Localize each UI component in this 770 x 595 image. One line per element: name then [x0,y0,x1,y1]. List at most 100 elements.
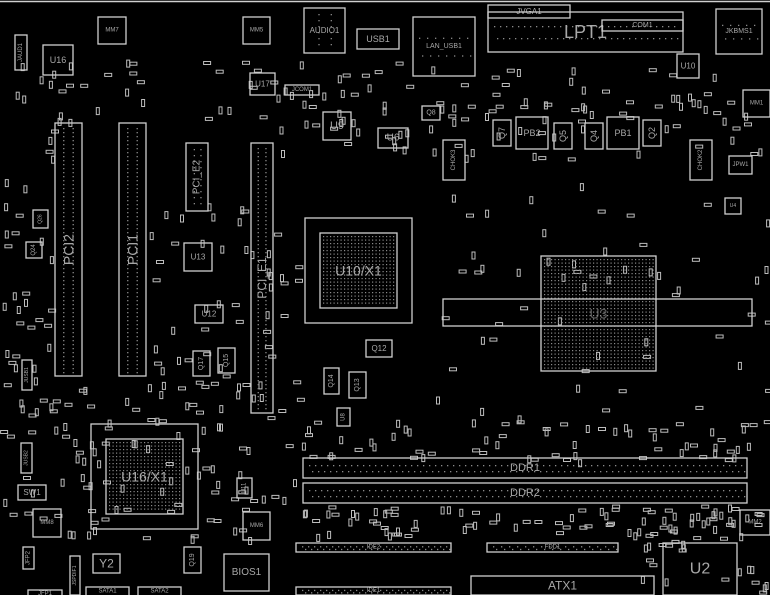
smd-pad [27,325,36,330]
smd-pad [33,377,38,386]
smd-pad [123,507,132,512]
component-q15[interactable]: Q15 [217,347,236,374]
component-jusb2[interactable]: JUSB2 [20,442,33,474]
component-ide1[interactable]: IDE1 [295,586,452,595]
smd-pad [751,580,760,585]
component-mm1[interactable]: MM1 [742,89,770,118]
component-lpt1[interactable]: LPT1 [487,11,684,53]
component-pb1[interactable]: PB1 [606,116,640,150]
component-jaud1[interactable]: JAUD1 [14,34,28,71]
component-u3[interactable]: U3 [540,255,657,372]
component-jusb1[interactable]: JUSB1 [21,359,33,391]
smd-pad [569,77,574,86]
component-u9[interactable]: U9 [322,111,352,141]
component-ide2[interactable]: IDE2 [295,542,452,553]
component-atx1[interactable]: ATX1 [470,575,655,595]
component-outline [642,119,662,147]
component-q17[interactable]: Q17 [192,350,211,377]
component-outline [606,116,640,150]
component-jpw1[interactable]: JPW1 [728,155,753,175]
smd-pad [242,60,250,65]
component-jfp2[interactable]: JFP2 [22,546,35,570]
component-u6[interactable]: U6 [377,127,409,149]
component-ddr2[interactable]: DDR2 [302,482,748,504]
component-outline [42,44,74,76]
component-outline [601,19,684,32]
component-u2[interactable]: U2 [662,542,738,595]
component-pci2[interactable]: PCI2 [54,122,83,377]
component-q24[interactable]: Q24 [25,241,43,259]
smd-pad [396,419,401,428]
component-usb1[interactable]: USB1 [356,28,400,50]
component-mm6[interactable]: MM6 [242,511,271,541]
component-u11[interactable]: U11 [236,477,253,499]
component-q19[interactable]: Q19 [183,546,202,574]
smd-pad [671,94,676,103]
smd-pad [165,462,174,466]
component-sata1[interactable]: SATA1 [85,586,130,595]
component-q12[interactable]: Q12 [365,339,393,358]
component-pci-e2[interactable]: PCI_E2 [185,142,209,212]
smd-pad [30,489,35,498]
component-ddr1[interactable]: DDR1 [302,457,748,479]
component-q8[interactable]: Q8 [421,105,441,121]
smd-pad [246,447,251,455]
component-u10-x1[interactable]: U10/X1 [304,217,413,324]
smd-pad [12,292,17,301]
component-pb2[interactable]: PB2 [515,116,549,150]
pin-holes [127,128,138,374]
component-u4[interactable]: U4 [724,197,742,215]
component-chok2[interactable]: CHOK2 [689,139,713,181]
component-mm5[interactable]: MM5 [242,16,271,45]
component-pci-e1[interactable]: PCI_E1 [250,142,274,414]
component-y2[interactable]: Y2 [92,553,121,574]
component-ref-label: Q26 [38,214,44,224]
component-com1[interactable]: COM1 [601,19,684,32]
component-sata2[interactable]: SATA2 [137,586,182,595]
component-sw1[interactable]: SW1 [17,484,47,501]
component-u8[interactable]: U8 [336,407,351,427]
component-q2[interactable]: Q2 [642,119,662,147]
component-u12[interactable]: U12 [194,304,224,324]
component-q5[interactable]: Q5 [553,122,573,150]
smd-pad [63,423,68,431]
smd-pad [387,532,392,541]
smd-pad [427,451,436,456]
component-q14[interactable]: Q14 [323,367,340,395]
component-jfp1[interactable]: JFP1 [27,589,63,595]
component-audio1[interactable]: AUDIO1 [303,7,346,54]
component-q7[interactable]: Q7 [492,119,512,147]
component-bios1[interactable]: BIOS1 [223,553,270,592]
component-chok3[interactable]: CHOK3 [442,139,466,181]
component-u10[interactable]: U10 [676,53,700,79]
component-mm8[interactable]: MM8 [32,508,62,538]
component-jspdif1[interactable]: JSPDIF1 [69,555,81,595]
smd-pad [52,399,61,404]
smd-pad [385,134,393,139]
component-fdd1[interactable]: FDD1 [486,542,619,553]
component-ref-label: PCI_E2 [192,159,203,194]
component-mm7[interactable]: MM7 [97,16,127,45]
smd-pad [701,504,710,509]
component-pci1[interactable]: PCI1 [118,122,147,377]
smd-pad [495,441,500,450]
component-u13[interactable]: U13 [183,242,213,272]
component-outline [739,509,770,536]
component-mm2[interactable]: MM2 [739,509,770,536]
component-jcom1[interactable]: JCOM1 [284,84,320,96]
component-u17[interactable]: U17 [249,72,276,96]
component-jkbms1[interactable]: JKBMS1 [715,8,763,55]
component-q4[interactable]: Q4 [584,122,604,150]
smd-pad [322,92,327,101]
smd-pad [49,403,54,412]
component-u16[interactable]: U16 [42,44,74,76]
component-u16-x1[interactable]: U16/X1 [90,423,199,530]
smd-pad [185,466,190,475]
component-lan-usb1[interactable]: LAN_USB1 [412,16,476,77]
component-q26[interactable]: Q26 [32,209,49,229]
smd-pad [561,273,566,282]
smd-pad [299,61,304,70]
smd-pad [557,317,562,326]
smd-pad [764,266,769,274]
component-q13[interactable]: Q13 [348,371,367,399]
